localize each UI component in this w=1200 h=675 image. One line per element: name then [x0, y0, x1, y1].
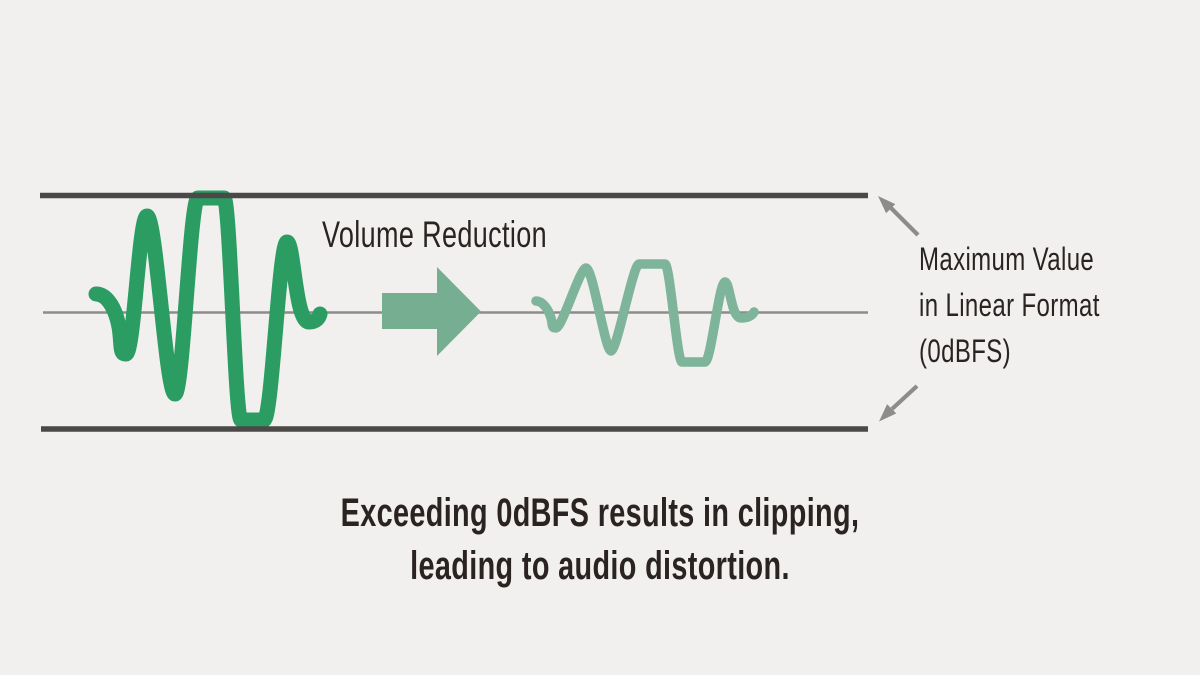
pointer-arrow-bottom-shaft — [890, 384, 919, 411]
max-value-label: Maximum Value in Linear Format (0dBFS) — [919, 236, 1100, 374]
volume-reduction-label: Volume Reduction — [322, 214, 548, 255]
volume-reduction-arrow-icon — [382, 267, 481, 356]
caption-line1: Exceeding 0dBFS results in clipping, — [340, 491, 860, 535]
pointer-arrow-top-shaft — [889, 206, 920, 237]
max-value-label-line2: in Linear Format — [919, 287, 1100, 323]
pointer-arrow-top-head-icon — [878, 196, 896, 214]
caption-text: Exceeding 0dBFS results in clipping, lea… — [168, 487, 1032, 593]
caption-line2: leading to audio distortion. — [410, 544, 790, 588]
max-value-label-line3: (0dBFS) — [919, 333, 1011, 369]
clipped-waveform — [88, 190, 328, 428]
pointer-arrow-bottom-head-icon — [879, 404, 897, 422]
reduced-waveform — [531, 259, 759, 367]
max-value-label-line1: Maximum Value — [919, 241, 1095, 277]
